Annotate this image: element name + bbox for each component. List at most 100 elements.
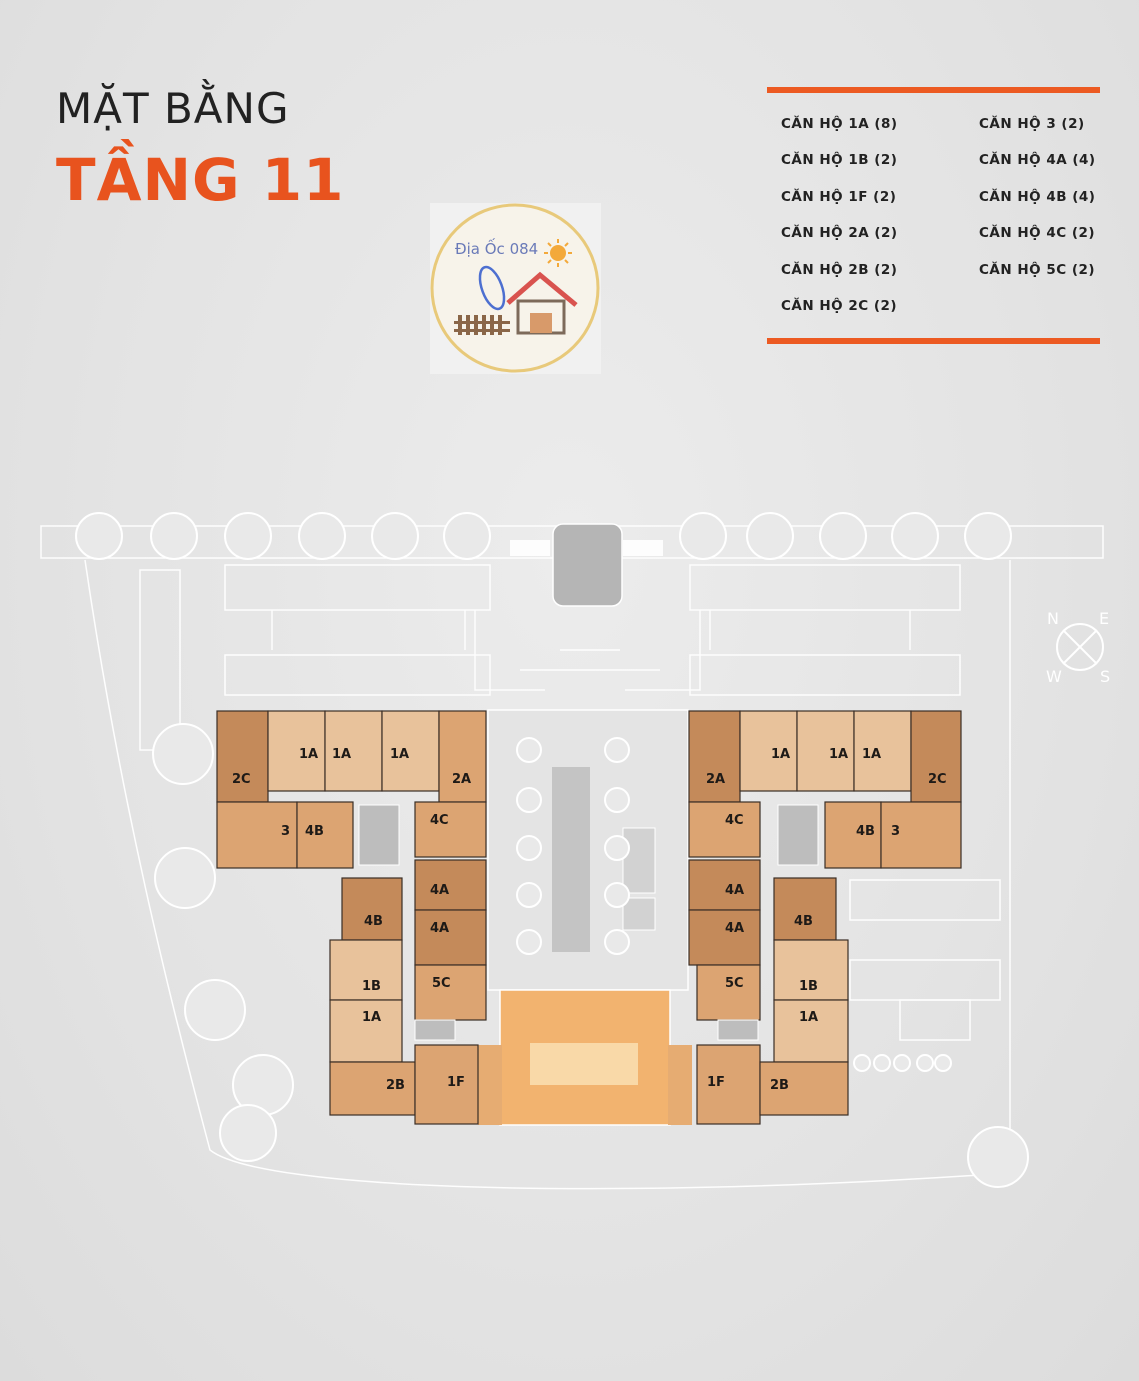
crosswalk [510,540,663,556]
unit-label: 4B [305,824,324,839]
unit-label: 4B [856,824,875,839]
compass-icon: N E W S [1046,609,1110,686]
unit-block [267,710,326,792]
legend-item: CĂN HỘ 4B (4) [979,188,1096,205]
unit-label: 4A [430,921,449,936]
unit-block [824,801,882,869]
unit-block [773,939,849,1001]
unit-label: 1A [390,747,409,762]
legend-item: CĂN HỘ 2B (2) [781,261,898,278]
unit-label: 4A [725,921,744,936]
unit-block [688,801,761,858]
pavilion [622,897,656,931]
legend-item: CĂN HỘ 1F (2) [781,188,897,205]
compass-west: W [1046,667,1062,686]
unit-label: 4A [725,883,744,898]
unit-block [438,710,487,803]
unit-block [696,964,761,1021]
unit-label: 1A [829,747,848,762]
unit-block [296,801,354,869]
unit-block [414,909,487,966]
unit-block [880,801,962,869]
unit-block [688,909,761,966]
unit-block [759,1061,849,1116]
unit-block [773,877,837,941]
unit-label: 4B [794,914,813,929]
left-stair-core [414,1019,456,1041]
unit-label: 1B [362,979,381,994]
legend-item: CĂN HỘ 4C (2) [979,225,1096,242]
unit-label: 4C [430,813,449,828]
unit-block [696,1044,761,1125]
watermark-text: Địa Ốc 084 [455,240,539,258]
amenity-wing [478,1045,502,1125]
unit-label: 1B [799,979,818,994]
compass-east: E [1099,609,1109,628]
left-stair-core [358,804,400,866]
unit-label: 3 [281,824,290,839]
unit-label: 1A [862,747,881,762]
trees [75,512,1029,1188]
unit-block [414,801,487,858]
amenity-wing [668,1045,692,1125]
pool [552,767,590,952]
compass-north: N [1047,609,1059,628]
unit-label: 2C [232,772,251,787]
house-sun-icon [430,203,600,373]
legend-item: CĂN HỘ 2C (2) [781,297,898,314]
unit-block [216,710,269,803]
page-title-floor: TẦNG 11 [56,146,345,214]
legend-column-left: CĂN HỘ 1A (8) CĂN HỘ 1B (2) CĂN HỘ 1F (2… [781,116,898,334]
unit-block [329,999,403,1063]
unit-label: 2A [452,772,471,787]
unit-label: 4B [364,914,383,929]
unit-label: 1A [362,1010,381,1025]
unit-label: 4A [430,883,449,898]
unit-label: 2C [928,772,947,787]
unit-block [414,1044,479,1125]
unit-block [414,964,487,1021]
unit-label: 5C [432,976,451,991]
pavilion [622,827,656,894]
legend-item: CĂN HỘ 2A (2) [781,225,898,242]
legend-column-right: CĂN HỘ 3 (2) CĂN HỘ 4A (4) CĂN HỘ 4B (4)… [979,116,1096,298]
unit-block [414,859,487,911]
right-stair-core [717,1019,759,1041]
unit-label: 1F [447,1075,465,1090]
unit-label: 3 [891,824,900,839]
legend-item: CĂN HỘ 1B (2) [781,152,898,169]
unit-label: 1A [771,747,790,762]
unit-block [329,1061,416,1116]
amenity-tables [530,1043,638,1085]
page-title-line1: MẶT BẰNG [56,84,290,133]
unit-label: 1F [707,1075,725,1090]
unit-label: 2B [770,1078,789,1093]
right-stair-core [777,804,819,866]
unit-block [324,710,383,792]
legend-item: CĂN HỘ 3 (2) [979,116,1085,132]
unit-block [910,710,962,803]
watermark-logo [430,203,601,374]
guard-house [552,523,623,607]
site-outline [40,525,1104,1190]
unit-label: 1A [799,1010,818,1025]
legend-item: CĂN HỘ 5C (2) [979,261,1096,278]
unit-block [688,710,741,803]
unit-label: 1A [332,747,351,762]
unit-label: 2B [386,1078,405,1093]
unit-block [739,710,798,792]
unit-label: 5C [725,976,744,991]
unit-label: 1A [299,747,318,762]
right-building [688,710,962,1125]
legend-bottom-bar [767,338,1100,344]
unit-block [216,801,298,869]
unit-block [329,939,403,1001]
legend-top-bar [767,87,1100,93]
left-building [216,710,487,1125]
compass-south: S [1100,667,1110,686]
unit-block [341,877,403,941]
unit-label: 2A [706,772,725,787]
unit-label: 4C [725,813,744,828]
legend-item: CĂN HỘ 1A (8) [781,116,898,132]
